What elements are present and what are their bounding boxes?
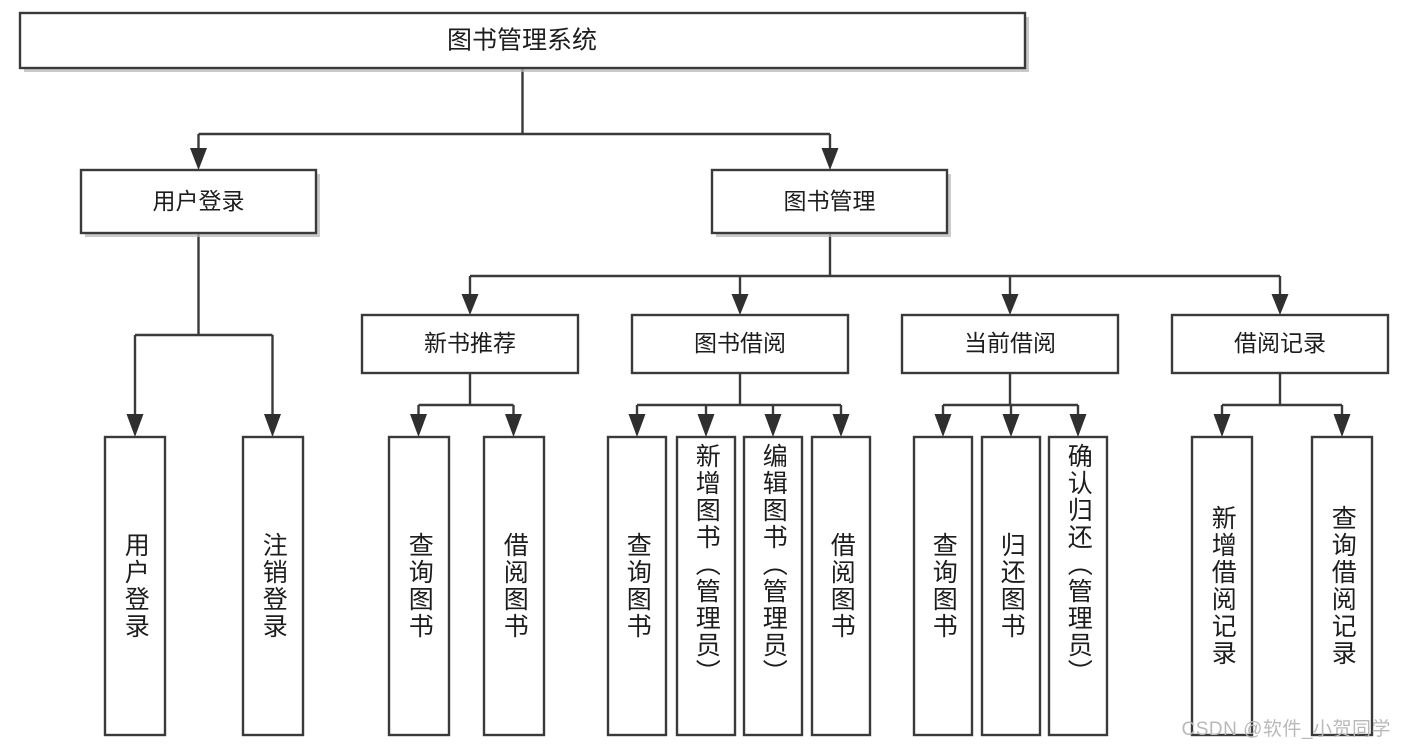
connector-root-bus <box>197 68 832 152</box>
leaf-node-edit-book-admin[interactable] <box>742 435 804 737</box>
current-borrow-box <box>900 313 1120 375</box>
leaf-box-query-book-nbr <box>387 435 451 737</box>
leaf-box-query-borrow-record <box>1310 435 1374 737</box>
connector-layer <box>126 68 1351 437</box>
leaf-node-query-book-bb[interactable] <box>606 435 668 737</box>
arrow-cb-leaf-3 <box>1069 414 1087 437</box>
new-book-recommend-label: 新书推荐 <box>424 330 516 356</box>
leaf-box-edit-book-admin <box>742 435 804 737</box>
current-borrow-label: 当前借阅 <box>964 330 1056 356</box>
arrow-bb-leaf-4 <box>832 414 850 437</box>
arrow-to-book-borrow <box>731 294 749 315</box>
arrow-bb-leaf-2 <box>697 414 715 437</box>
arrow-to-leaf-logout <box>264 414 281 437</box>
arrow-bb-leaf-1 <box>628 414 646 437</box>
connector-new-book-rec-bus <box>417 373 515 418</box>
arrow-cb-leaf-2 <box>1002 414 1020 437</box>
leaf-box-user-login <box>103 435 167 737</box>
leaf-box-borrow-book-bb <box>810 435 872 737</box>
leaf-box-return-book <box>980 435 1042 737</box>
arrow-root-to-user-login <box>190 148 207 170</box>
arrow-nbr-leaf-2 <box>505 414 522 437</box>
connector-current-borrow-bus <box>941 373 1080 418</box>
arrow-bb-leaf-3 <box>764 414 782 437</box>
borrow-record-box <box>1170 313 1390 375</box>
arrow-br-leaf-1 <box>1213 414 1231 437</box>
node-book-management[interactable]: 图书管理 <box>710 168 951 237</box>
book-borrow-label: 图书借阅 <box>694 330 786 356</box>
new-book-recommend-box <box>360 313 580 375</box>
user-login-label: 用户登录 <box>153 188 245 214</box>
root-box <box>18 11 1027 70</box>
connector-user-login-bus <box>133 233 274 418</box>
node-user-login[interactable]: 用户登录 <box>79 168 320 237</box>
connector-book-borrow-bus <box>635 373 843 418</box>
leaf-box-add-book-admin <box>675 435 737 737</box>
borrow-record-label: 借阅记录 <box>1234 330 1326 356</box>
node-current-borrow[interactable]: 当前借阅 <box>900 313 1120 375</box>
leaf-node-confirm-return-admin[interactable] <box>1047 435 1109 737</box>
leaf-node-query-borrow-record[interactable] <box>1310 435 1374 737</box>
book-borrow-box <box>630 313 850 375</box>
leaf-node-borrow-book-bb[interactable] <box>810 435 872 737</box>
arrow-cb-leaf-1 <box>934 414 952 437</box>
node-book-borrow[interactable]: 图书借阅 <box>630 313 850 375</box>
node-borrow-record[interactable]: 借阅记录 <box>1170 313 1390 375</box>
leaf-node-user-login[interactable] <box>103 435 167 737</box>
leaf-node-query-book-cb[interactable] <box>912 435 974 737</box>
leaf-box-query-book-cb <box>912 435 974 737</box>
connector-book-mgmt-bus <box>468 233 1282 298</box>
root-label: 图书管理系统 <box>447 27 597 55</box>
arrow-to-current-borrow <box>1001 294 1019 315</box>
arrow-to-new-book-rec <box>461 294 479 315</box>
leaf-node-add-borrow-record[interactable] <box>1190 435 1254 737</box>
arrow-br-leaf-2 <box>1333 414 1351 437</box>
book-management-box <box>710 168 949 235</box>
arrow-to-leaf-user-login <box>126 414 144 437</box>
book-management-label: 图书管理 <box>784 188 876 214</box>
leaf-node-return-book[interactable] <box>980 435 1042 737</box>
leaf-node-query-book-nbr[interactable] <box>387 435 451 737</box>
leaf-node-logout[interactable] <box>241 435 305 737</box>
leaf-node-add-book-admin[interactable] <box>675 435 737 737</box>
connector-borrow-record-bus <box>1220 373 1344 418</box>
leaf-box-add-borrow-record <box>1190 435 1254 737</box>
arrow-nbr-leaf-1 <box>410 414 427 437</box>
leaf-box-query-book-bb <box>606 435 668 737</box>
leaf-box-logout <box>241 435 305 737</box>
node-new-book-recommend[interactable]: 新书推荐 <box>360 313 580 375</box>
arrow-root-to-book-mgmt <box>821 148 839 170</box>
leaf-box-borrow-book-nbr <box>482 435 546 737</box>
node-root[interactable]: 图书管理系统 <box>18 11 1029 72</box>
leaf-box-confirm-return-admin <box>1047 435 1109 737</box>
leaf-node-borrow-book-nbr[interactable] <box>482 435 546 737</box>
arrow-to-borrow-record <box>1271 294 1289 315</box>
watermark-text: CSDN @软件_小贺同学 <box>1181 719 1391 740</box>
user-login-box <box>79 168 318 235</box>
